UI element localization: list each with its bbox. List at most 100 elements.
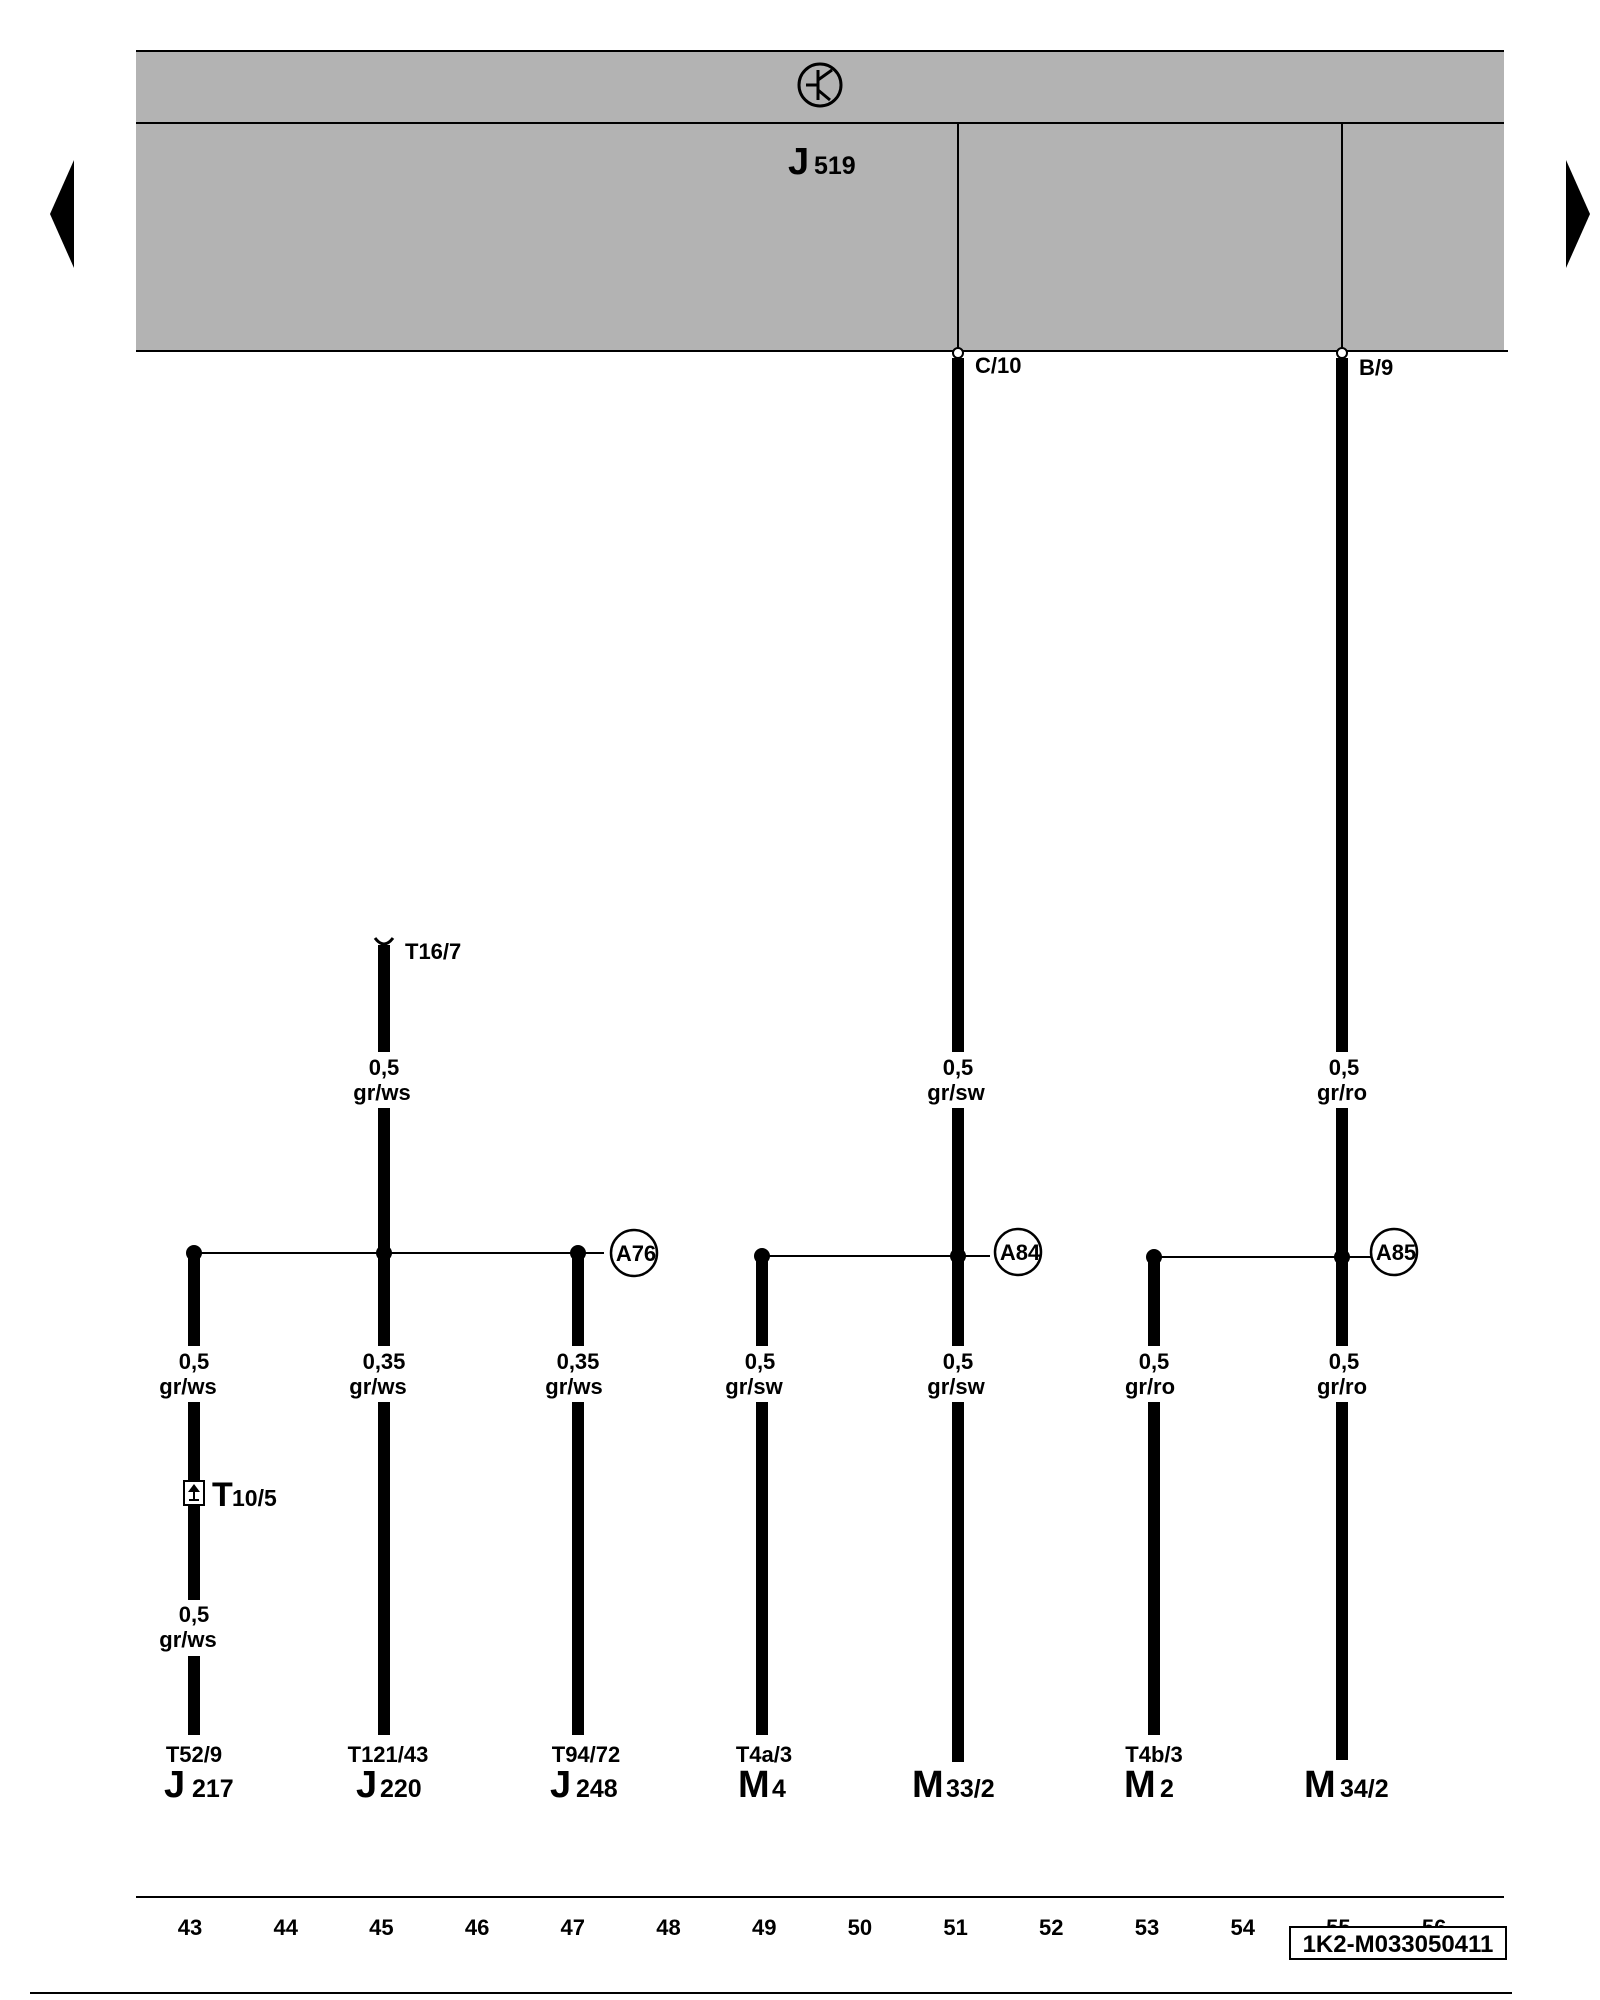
svg-text:M: M (1304, 1764, 1336, 1806)
svg-text:0,5: 0,5 (1329, 1349, 1360, 1374)
svg-text:gr/ws: gr/ws (353, 1080, 410, 1105)
control-unit-number: 519 (814, 152, 856, 180)
splice-a85-label: A85 (1376, 1240, 1416, 1265)
svg-text:34/2: 34/2 (1340, 1775, 1389, 1803)
svg-text:J: J (550, 1764, 571, 1806)
svg-text:2: 2 (1160, 1775, 1174, 1803)
svg-text:gr/ro: gr/ro (1317, 1374, 1367, 1399)
component-j217: T52/9 J 217 (164, 1742, 234, 1806)
junction-dots (186, 1245, 1350, 1265)
wire-45 (378, 945, 390, 1735)
wire-label-55-bot: 0,5 gr/ro (1298, 1346, 1386, 1402)
grid-number: 51 (943, 1915, 967, 1940)
wire-label-43-a: 0,5 gr/ws (150, 1346, 238, 1402)
svg-text:M: M (1124, 1764, 1156, 1806)
wire-label-43-b: 0,5 gr/ws (150, 1600, 238, 1656)
pin-terminal-c10 (952, 347, 964, 359)
splices: A76 A84 A85 (609, 1227, 1419, 1278)
control-unit-letter: J (788, 141, 809, 183)
wire-47 (572, 1254, 584, 1735)
pin-label-b9: B/9 (1359, 355, 1393, 380)
wire-49 (756, 1256, 768, 1735)
svg-text:gr/ws: gr/ws (159, 1627, 216, 1652)
wire-53 (1148, 1256, 1160, 1735)
wire-label-45-top: 0,5 gr/ws (340, 1052, 428, 1108)
grid-number: 48 (656, 1915, 680, 1940)
control-unit-header (136, 51, 1504, 123)
svg-text:0,5: 0,5 (179, 1602, 210, 1627)
connector-t10-number: 10/5 (232, 1485, 277, 1511)
svg-text:0,5: 0,5 (1329, 1055, 1360, 1080)
svg-text:gr/ws: gr/ws (349, 1374, 406, 1399)
svg-text:T4b/3: T4b/3 (1125, 1742, 1182, 1767)
component-m33-2: M 33/2 (912, 1764, 995, 1806)
component-j248: T94/72 J 248 (550, 1742, 620, 1806)
svg-text:T94/72: T94/72 (552, 1742, 621, 1767)
diagram-code: 1K2-M033050411 (1289, 1926, 1507, 1960)
prev-page-icon[interactable] (50, 160, 74, 268)
svg-text:0,5: 0,5 (745, 1349, 776, 1374)
wire-label-45-bot: 0,35 gr/ws (336, 1346, 428, 1402)
svg-text:J: J (356, 1764, 377, 1806)
grid-number: 46 (465, 1915, 489, 1940)
splice-a76-label: A76 (616, 1241, 656, 1266)
svg-text:0,35: 0,35 (363, 1349, 406, 1374)
grid-number: 43 (178, 1915, 202, 1940)
control-unit-body (136, 123, 1504, 351)
svg-text:T52/9: T52/9 (166, 1742, 222, 1767)
grid-number: 47 (561, 1915, 585, 1940)
grid-number: 54 (1230, 1915, 1255, 1940)
control-unit-j519: J 519 C/10 B/9 (136, 50, 1508, 380)
svg-text:T121/43: T121/43 (348, 1742, 429, 1767)
component-m2: T4b/3 M 2 (1124, 1742, 1183, 1806)
svg-text:4: 4 (772, 1775, 786, 1803)
svg-text:gr/sw: gr/sw (927, 1080, 985, 1105)
splice-a84 (993, 1227, 1043, 1277)
grid-numbers: 4344454647484950515253545556 (178, 1915, 1447, 1940)
grid-number: 44 (273, 1915, 298, 1940)
svg-text:0,5: 0,5 (1139, 1349, 1170, 1374)
svg-text:gr/ws: gr/ws (545, 1374, 602, 1399)
svg-text:33/2: 33/2 (946, 1775, 995, 1803)
svg-text:220: 220 (380, 1775, 422, 1803)
next-page-icon[interactable] (1566, 160, 1590, 268)
svg-text:0,5: 0,5 (369, 1055, 400, 1080)
wire-label-51-bot: 0,5 gr/sw (912, 1346, 1004, 1402)
bus-lines (194, 1252, 1372, 1258)
wire-labels: 0,5 gr/ws 0,5 gr/sw 0,5 gr/ro 0,5 gr/ws … (150, 1052, 1386, 1656)
splice-a76 (609, 1228, 659, 1278)
grid-number: 53 (1135, 1915, 1159, 1940)
svg-text:gr/sw: gr/sw (725, 1374, 783, 1399)
components: T52/9 J 217 T121/43 J 220 T94/72 J 248 T… (164, 1742, 1389, 1806)
svg-text:gr/ro: gr/ro (1317, 1080, 1367, 1105)
connector-t10-letter: T (212, 1476, 233, 1514)
svg-text:J: J (164, 1764, 185, 1806)
svg-text:0,5: 0,5 (943, 1349, 974, 1374)
svg-text:gr/ws: gr/ws (159, 1374, 216, 1399)
wire-label-51-top: 0,5 gr/sw (912, 1052, 1004, 1108)
circle-transistor-icon (797, 62, 843, 108)
grid-number: 52 (1039, 1915, 1063, 1940)
svg-text:M: M (912, 1764, 944, 1806)
component-m4: T4a/3 M 4 (736, 1742, 792, 1806)
svg-text:217: 217 (192, 1775, 234, 1803)
svg-text:0,35: 0,35 (557, 1349, 600, 1374)
connector-t16-label: T16/7 (405, 939, 461, 964)
pin-terminal-b9 (1336, 347, 1348, 359)
svg-text:gr/ro: gr/ro (1125, 1374, 1175, 1399)
splice-a85 (1369, 1227, 1419, 1277)
svg-text:T4a/3: T4a/3 (736, 1742, 792, 1767)
connector-t10: T 10/5 (183, 1476, 277, 1514)
svg-text:0,5: 0,5 (179, 1349, 210, 1374)
svg-text:248: 248 (576, 1775, 618, 1803)
component-m34-2: M 34/2 (1304, 1764, 1389, 1806)
svg-text:0,5: 0,5 (943, 1055, 974, 1080)
connector-t16: T16/7 (373, 937, 461, 964)
svg-text:M: M (738, 1764, 770, 1806)
wire-label-49-bot: 0,5 gr/sw (716, 1346, 808, 1402)
splice-a84-label: A84 (1000, 1240, 1041, 1265)
diagram-code-label: 1K2-M033050411 (1303, 1931, 1494, 1958)
wire-label-47-bot: 0,35 gr/ws (532, 1346, 624, 1402)
grid-number: 45 (369, 1915, 393, 1940)
